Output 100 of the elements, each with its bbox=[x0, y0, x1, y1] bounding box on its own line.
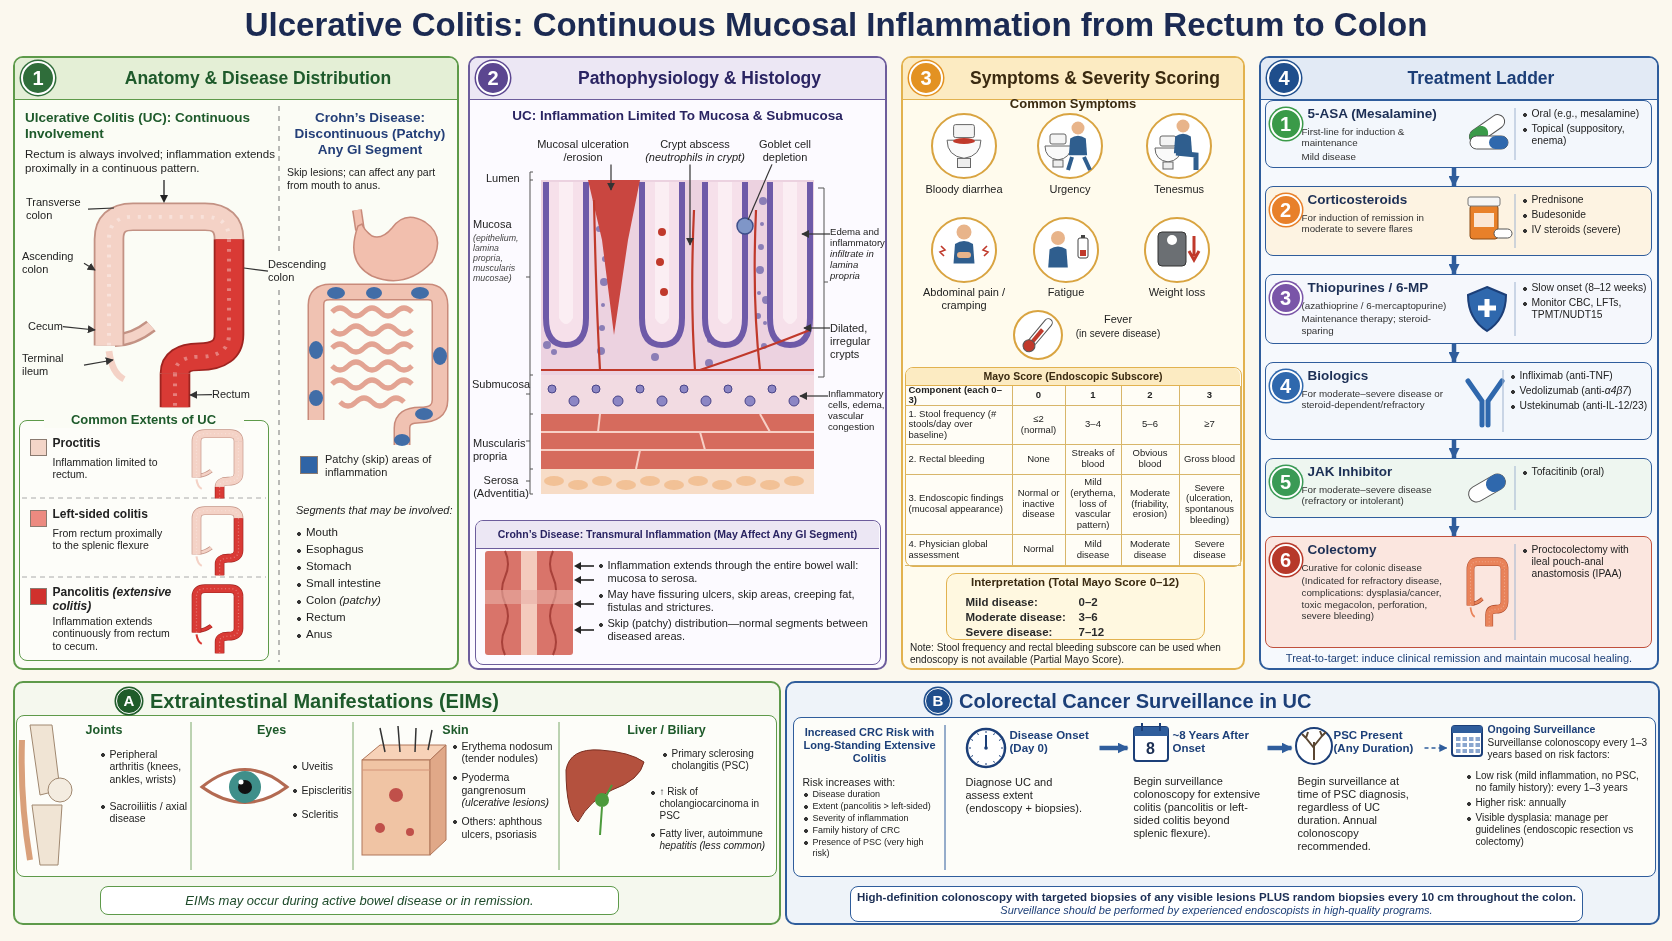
note-text: High-definition colonoscopy with targeted biopsies of any visible lesions PLUS random biopsies every 10 cm throughout the colon. bbox=[857, 890, 1576, 905]
score-table-box bbox=[905, 367, 1242, 567]
step-title: 5-ASA (Mesalamine) bbox=[1307, 105, 1438, 122]
flow-arrow bbox=[83, 357, 114, 366]
column-heading: Eyes bbox=[255, 722, 288, 738]
callout-label: Terminal ileum bbox=[22, 352, 65, 379]
leader-line bbox=[686, 163, 694, 246]
note-text: EIMs may occur during active bowel disease or in remission. bbox=[185, 892, 534, 909]
section-heading: Ulcerative Colitis (UC): Continuous Involvement bbox=[25, 110, 251, 143]
step-title: JAK Inhibitor bbox=[1307, 463, 1394, 480]
table-cell: 2. Rectal bleeding bbox=[904, 444, 1013, 475]
number-badge: 2 bbox=[476, 61, 510, 95]
section-panel bbox=[785, 681, 1660, 925]
step-title: Thiopurines / 6-MP bbox=[1307, 279, 1430, 296]
table-cell: Moderate disease bbox=[1121, 534, 1180, 566]
table-cell: None bbox=[1012, 444, 1066, 475]
table-cell: Normal bbox=[1012, 534, 1066, 566]
legend-label: Proctitis bbox=[52, 435, 102, 450]
stage-description: Begin surveillance at time of PSC diagnosis, regardless of UC duration. Annual colonoscopy recommended. bbox=[1297, 774, 1410, 854]
leader-line bbox=[803, 324, 831, 332]
layer-label: Lumen bbox=[486, 172, 521, 186]
step-description: Curative for colonic disease bbox=[1301, 561, 1423, 574]
box-heading: Interpretation (Total Mayo Score 0–12) bbox=[969, 575, 1181, 590]
description-text: Skip lesions; can affect any part from mouth to anus. bbox=[287, 166, 437, 192]
step-title: Biologics bbox=[1307, 367, 1370, 384]
step-description: For induction of remission in moderate to severe flares bbox=[1301, 211, 1425, 235]
treatment-step-card bbox=[1265, 362, 1652, 440]
table-cell: ≤2 (normal) bbox=[1012, 405, 1066, 445]
interpretation-text: 7–12 bbox=[1078, 625, 1106, 640]
flow-arrow bbox=[1423, 744, 1448, 752]
step-description: For moderate–severe disease or steroid-dependent/refractory bbox=[1301, 387, 1445, 411]
bullet-item: Sacroiliitis / axial disease bbox=[99, 799, 190, 825]
table-cell: 5–6 bbox=[1121, 405, 1180, 445]
callout-label: Mucosal ulceration /erosion bbox=[536, 138, 630, 165]
content-box bbox=[793, 717, 1656, 877]
interpretation-text: Mild disease: bbox=[965, 595, 1039, 610]
description-text: Inflammation extends continuously from rectum to cecum. bbox=[52, 614, 171, 653]
table-cell: Severe (ulceration, spontanous bleeding) bbox=[1179, 474, 1241, 535]
number-badge: 6 bbox=[1269, 543, 1302, 576]
number-badge: 5 bbox=[1269, 465, 1302, 498]
table-cell: 1. Stool frequency (# stools/day over baseline) bbox=[904, 405, 1013, 445]
table-cell: Gross blood bbox=[1179, 444, 1241, 475]
table-cell: Component (each 0–3) bbox=[904, 386, 1013, 406]
callout-label: Rectum bbox=[212, 388, 250, 402]
callout-label: Dilated, irregular crypts bbox=[830, 322, 872, 362]
flow-arrow bbox=[1267, 742, 1293, 754]
table-cell: 3. Endoscopic findings (mucosal appearance) bbox=[904, 474, 1013, 535]
symptom-label: Weight loss bbox=[1147, 286, 1207, 300]
step-description: Maintenance therapy; steroid-sparing bbox=[1301, 313, 1433, 337]
step-description: Mild disease bbox=[1301, 151, 1357, 163]
table-cell: ≥7 bbox=[1179, 405, 1241, 445]
table-cell: 3–4 bbox=[1065, 405, 1122, 445]
flow-arrow bbox=[1448, 518, 1460, 538]
stage-title: Ongoing Surveillance bbox=[1487, 722, 1597, 736]
column-heading: Liver / Biliary bbox=[626, 722, 707, 738]
column-heading: Joints bbox=[84, 722, 124, 738]
layer-label: Muscularis propria bbox=[473, 437, 527, 464]
number-badge: 3 bbox=[909, 61, 943, 95]
number-badge: 4 bbox=[1267, 61, 1301, 95]
treatment-step-card bbox=[1265, 100, 1652, 168]
callout-label: Edema and inflammatory infiltrate in lamina propria bbox=[830, 226, 885, 282]
table-cell: Severe disease bbox=[1179, 534, 1241, 566]
table-cell: 4. Physician global assessment bbox=[904, 534, 1013, 566]
step-description: First-line for induction & maintenance bbox=[1301, 125, 1406, 149]
flow-arrow bbox=[83, 262, 96, 271]
table-cell: 2 bbox=[1121, 386, 1180, 406]
leader-line bbox=[747, 163, 773, 221]
table-cell: Normal or inactive disease bbox=[1012, 474, 1066, 535]
layer-label: Submucosa bbox=[472, 378, 530, 392]
number-badge: A bbox=[116, 688, 142, 714]
section-heading: Common Symptoms bbox=[1008, 96, 1138, 112]
treatment-step-card bbox=[1265, 186, 1652, 256]
flow-arrow bbox=[62, 325, 96, 334]
symptom-label: Fever bbox=[1102, 313, 1134, 327]
symptom-label: (in severe disease) bbox=[1074, 328, 1162, 340]
table-cell: Mild (erythema, loss of vascular pattern) bbox=[1065, 474, 1122, 535]
layer-label: (epithelium, lamina propria, muscularis mucosae) bbox=[473, 233, 520, 284]
interpretation-text: Moderate disease: bbox=[965, 610, 1067, 625]
panel-heading: Extraintestinal Manifestations (EIMs) bbox=[150, 689, 500, 714]
symptom-label: Abdominal pain / cramping bbox=[922, 286, 1006, 313]
calendar-number: 8 bbox=[1145, 738, 1156, 758]
note-text: Note: Stool frequency and rectal bleeding subscore can be used when endoscopy is not available (Partial Mayo Score). bbox=[910, 642, 1222, 666]
layer-label: Serosa (Adventitia) bbox=[472, 474, 530, 501]
interpretation-text: 0–2 bbox=[1078, 595, 1099, 610]
table-cell: Mild disease bbox=[1065, 534, 1122, 566]
stage-description: Diagnose UC and assess extent (endoscopy + biopsies). bbox=[965, 775, 1083, 816]
note-text: Surveillance should be performed by experienced endoscopists in high-quality programs. bbox=[1000, 904, 1433, 918]
description-text: Risk increases with: bbox=[802, 775, 897, 789]
bullet-item: Slow onset (8–12 weeks) bbox=[1521, 281, 1649, 294]
interpretation-text: Severe disease: bbox=[965, 625, 1054, 640]
number-badge: 2 bbox=[1269, 193, 1302, 226]
number-badge: 3 bbox=[1269, 281, 1302, 314]
column-heading: Skin bbox=[441, 722, 470, 738]
callout-label: Goblet cell depletion bbox=[758, 138, 812, 165]
flow-arrow bbox=[189, 390, 213, 399]
section-panel bbox=[13, 56, 459, 670]
symptom-label: Urgency bbox=[1048, 183, 1092, 197]
interpretation-box bbox=[946, 573, 1205, 640]
stage-description: Surveillanse colonoscopy every 1–3 years based on risk factors: bbox=[1487, 736, 1649, 761]
box-heading: Crohn’s Disease: Transmural Inflammation (May Affect Any GI Segment) bbox=[476, 521, 879, 549]
